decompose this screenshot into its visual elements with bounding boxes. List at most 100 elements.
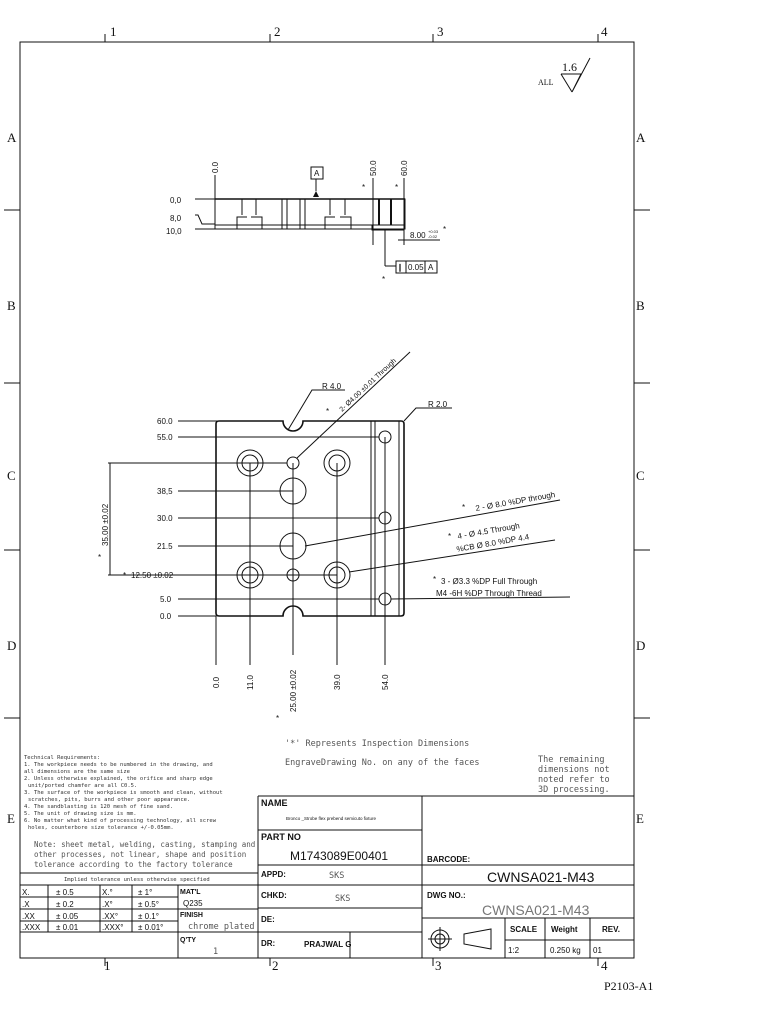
svg-text:*: * <box>395 183 398 192</box>
finish-value: chrome plated <box>188 922 255 932</box>
inspection-note: '*' Represents Inspection Dimensions <box>285 739 469 749</box>
side-col-label: 0.0 <box>211 161 220 173</box>
svg-text:± 0.01: ± 0.01 <box>56 923 79 932</box>
svg-text:*: * <box>326 407 329 416</box>
svg-text:dimensions not: dimensions not <box>538 765 610 775</box>
thickness-dim: 8.00 <box>410 231 426 240</box>
zone-row-d: D <box>7 638 16 653</box>
part-name: Bronco _Strobe flex prebend semicuto fix… <box>286 816 377 821</box>
svg-text:all dimensions are the same si: all dimensions are the same size <box>24 769 130 775</box>
feature-control-frame: ∥ 0.05 A <box>395 260 438 274</box>
tolerance-header: Implied tolerance unless otherwise speci… <box>64 877 210 883</box>
barcode-value: CWNSA021-M43 <box>487 869 595 885</box>
svg-text:*: * <box>98 553 101 562</box>
top-row-label: 38,5 <box>157 487 173 496</box>
part-number: M1743089E00401 <box>290 849 388 863</box>
surface-finish-symbol: ALL 1.6 <box>538 57 591 93</box>
svg-text:+0.03: +0.03 <box>428 229 439 234</box>
zone-row-e-right: E <box>636 811 644 826</box>
svg-text:unit/ported chamfer are all C0: unit/ported chamfer are all C0.5. <box>28 783 137 789</box>
svg-text:DE:: DE: <box>261 915 275 924</box>
svg-text:FINISH: FINISH <box>180 912 203 919</box>
zone-col-1-bottom: 1 <box>104 958 111 973</box>
svg-text:DR:: DR: <box>261 939 275 948</box>
top-col-label: 54.0 <box>381 674 390 690</box>
zone-row-b-right: B <box>636 298 645 313</box>
svg-text:A: A <box>428 263 434 272</box>
svg-text:4. The sandblasting is 120 mes: 4. The sandblasting is 120 mesh of fine … <box>24 804 173 810</box>
top-view: R 4.0 R 2.0 * 2- Ø4.00 ±0.01 Through * 2… <box>98 351 571 723</box>
svg-text:*: * <box>448 532 451 541</box>
top-row-label: 55.0 <box>157 433 173 442</box>
dimension-lines <box>108 351 571 665</box>
svg-text:REV.: REV. <box>602 925 620 934</box>
side-col-label: 60.0 <box>400 160 409 176</box>
sheet-code: P2103-A1 <box>604 979 653 993</box>
svg-text:± 0.2: ± 0.2 <box>56 900 74 909</box>
svg-text:Technical Requirements:: Technical Requirements: <box>24 755 100 761</box>
top-row-label: 12.50 ±0.02 <box>131 571 174 580</box>
zone-col-2-bottom: 2 <box>272 958 279 973</box>
zone-row-c: C <box>7 468 16 483</box>
svg-text:APPD:: APPD: <box>261 870 286 879</box>
svg-text:CHKD:: CHKD: <box>261 891 287 900</box>
svg-text:.XXX°: .XXX° <box>102 923 123 932</box>
side-view: A 0,0 8,0 10,0 0.0 50.0 60.0 * * 8.00 +0… <box>166 160 446 284</box>
zone-col-4: 4 <box>601 24 608 39</box>
svg-text:holes, counterbore size tolera: holes, counterbore size tolerance +/-0.0… <box>28 825 174 831</box>
revision-value: 01 <box>593 946 602 955</box>
svg-text:2. Unless otherwise explained,: 2. Unless otherwise explained, the orifi… <box>24 776 213 782</box>
title-block-grid <box>20 795 634 958</box>
svg-text:ALL: ALL <box>538 78 554 87</box>
top-row-label: 60.0 <box>157 417 173 426</box>
svg-text:MAT'L: MAT'L <box>180 889 201 896</box>
top-row-label: 0.0 <box>160 612 172 621</box>
svg-text:1.6: 1.6 <box>562 60 577 74</box>
svg-text:3. The surface of the workpiec: 3. The surface of the workpiece is smoot… <box>24 790 223 796</box>
svg-text:3D processing.: 3D processing. <box>538 785 610 795</box>
top-row-label: 5.0 <box>160 595 172 604</box>
zone-col-1: 1 <box>110 24 117 39</box>
technical-requirements: Technical Requirements: 1. The workpiece… <box>24 755 223 831</box>
top-row-label: 30.0 <box>157 514 173 523</box>
svg-text:BARCODE:: BARCODE: <box>427 855 470 864</box>
svg-text:.X: .X <box>22 900 30 909</box>
svg-text:DWG NO.:: DWG NO.: <box>427 891 466 900</box>
svg-text:*: * <box>433 575 436 584</box>
svg-text:Weight: Weight <box>551 925 578 934</box>
pin-hole-callout: 2- Ø4.00 ±0.01 Through <box>339 357 398 413</box>
svg-text:*: * <box>276 714 279 723</box>
third-angle-projection-icon <box>428 927 492 951</box>
large-hole-callout: 2 - Ø 8.0 %DP through <box>475 490 556 513</box>
svg-text:∥: ∥ <box>398 263 402 272</box>
svg-text:noted refer to: noted refer to <box>538 775 610 785</box>
svg-text:Q'TY: Q'TY <box>180 937 196 944</box>
remaining-dimensions-note: The remaining dimensions not noted refer… <box>538 755 610 795</box>
top-row-label: 21.5 <box>157 542 173 551</box>
svg-text:tolerance according to the fac: tolerance according to the factory toler… <box>34 860 233 869</box>
svg-text:.XXX: .XXX <box>22 923 41 932</box>
svg-text:± 1°: ± 1° <box>138 888 152 897</box>
svg-text:X.°: X.° <box>102 888 113 897</box>
zone-col-3-bottom: 3 <box>435 958 442 973</box>
side-row-label: 10,0 <box>166 227 182 236</box>
sheet-metal-note: Note: sheet metal, welding, casting, sta… <box>34 840 255 869</box>
datum-a-label: A <box>314 169 320 178</box>
checked-by: SKS <box>335 894 350 904</box>
svg-text:0.05: 0.05 <box>408 263 424 272</box>
svg-text:PART NO: PART NO <box>261 832 301 842</box>
svg-text:*: * <box>123 571 126 580</box>
zone-col-4-bottom: 4 <box>601 958 608 973</box>
engrave-note: EngraveDrawing No. on any of the faces <box>285 758 479 768</box>
svg-text:The remaining: The remaining <box>538 755 605 765</box>
top-col-label: 0.0 <box>212 676 221 688</box>
top-col-label: 11.0 <box>246 674 255 690</box>
top-col-label: 25.00 ±0.02 <box>289 669 298 712</box>
svg-text:± 0.5: ± 0.5 <box>56 888 74 897</box>
title-block: MAT'L Q235 FINISH chrome plated Q'TY 1 N… <box>180 798 620 957</box>
approved-by: SKS <box>329 871 344 881</box>
material-value: Q235 <box>183 899 203 908</box>
svg-text:-0.02: -0.02 <box>428 234 438 239</box>
